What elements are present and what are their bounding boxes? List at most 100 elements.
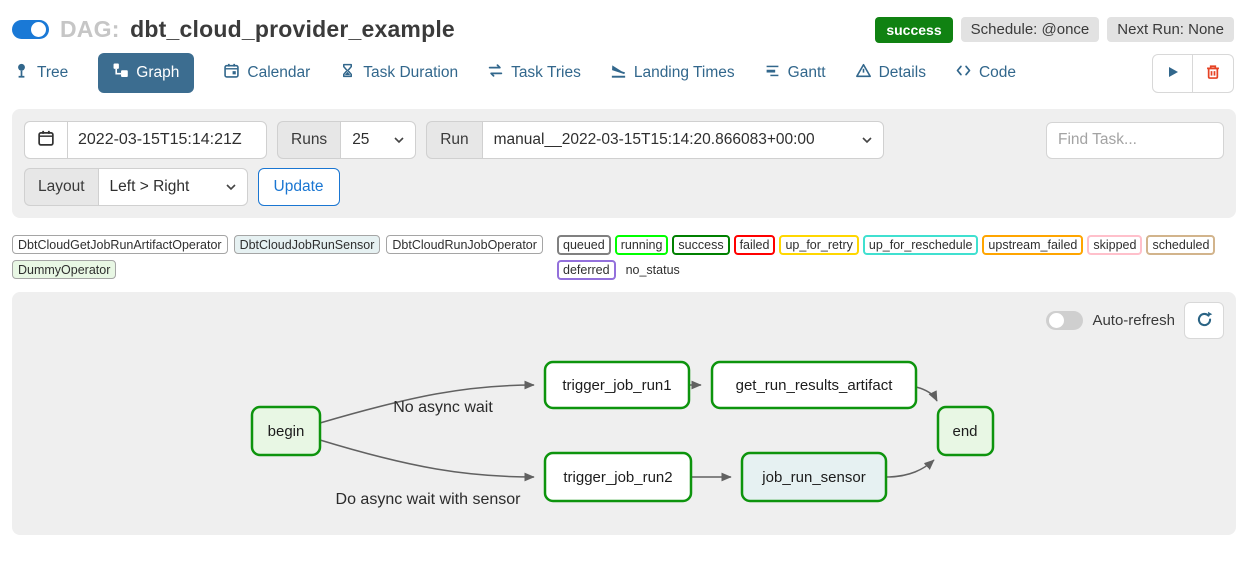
tab-label: Graph [136, 64, 180, 81]
edge-begin-to-trigger2 [319, 439, 535, 482]
dag-header: DAG: dbt_cloud_provider_example success … [0, 0, 1248, 49]
tab-graph[interactable]: Graph [98, 53, 195, 93]
dag-id: dbt_cloud_provider_example [130, 16, 455, 42]
tab-label: Details [878, 64, 926, 81]
task-node-begin[interactable]: begin [250, 405, 322, 457]
repeat-icon [488, 63, 503, 83]
layout-label: Layout [24, 168, 98, 206]
tree-icon [14, 63, 29, 83]
run-group: Run manual__2022-03-15T15:14:20.866083+0… [426, 121, 884, 159]
date-picker-button[interactable] [24, 121, 67, 159]
code-icon [956, 63, 971, 83]
runs-selected-value: 25 [352, 131, 370, 148]
graph-icon [113, 63, 129, 83]
tab-label: Code [978, 64, 1017, 81]
hourglass-icon [340, 63, 355, 83]
legend: DbtCloudGetJobRunArtifactOperator DbtClo… [0, 218, 1248, 280]
operator-badge: DbtCloudGetJobRunArtifactOperator [12, 235, 228, 254]
tab-label: Landing Times [633, 64, 735, 81]
next-run-badge: Next Run: None [1107, 17, 1234, 42]
dag-action-buttons [1152, 53, 1234, 93]
update-button[interactable]: Update [257, 168, 340, 206]
edge-label-no-async-wait: No async wait [393, 399, 493, 416]
dag-status-badge: success [875, 16, 953, 43]
tab-label: Tree [37, 64, 69, 81]
task-node-label: trigger_job_run2 [563, 469, 672, 486]
filter-row-1: Runs 25 Run manual__2022-03-15T15:14:20.… [24, 121, 1224, 159]
runs-group: Runs 25 [277, 121, 417, 159]
tab-label: Gantt [787, 64, 826, 81]
state-badge-deferred: deferred [557, 260, 616, 280]
runs-label: Runs [277, 121, 341, 159]
task-node-label: get_run_results_artifact [736, 377, 894, 394]
schedule-badge: Schedule: @once [960, 17, 1100, 42]
header-badges: success Schedule: @once Next Run: None [875, 16, 1234, 43]
run-selected-value: manual__2022-03-15T15:14:20.866083+00:00 [493, 131, 815, 148]
state-badge-up-for-retry: up_for_retry [779, 235, 859, 255]
toggle-knob [1049, 313, 1065, 328]
operator-badge: DbtCloudRunJobOperator [386, 235, 543, 254]
state-legend: queued running success failed up_for_ret… [557, 235, 1236, 280]
task-node-label: trigger_job_run1 [562, 377, 671, 394]
operator-badge: DbtCloudJobRunSensor [233, 235, 381, 254]
run-select[interactable]: manual__2022-03-15T15:14:20.866083+00:00 [481, 121, 884, 159]
task-node-label: begin [268, 423, 305, 440]
view-tabbar: Tree Graph Calendar Task Duration Task T… [0, 49, 1248, 101]
layout-select[interactable]: Left > Right [97, 168, 248, 206]
toggle-knob [31, 22, 46, 37]
chevron-down-icon [225, 178, 236, 196]
layout-group: Layout Left > Right [24, 168, 248, 206]
task-node-trigger-job-run1[interactable]: trigger_job_run1 [543, 360, 691, 410]
graph-filter-panel: Runs 25 Run manual__2022-03-15T15:14:20.… [12, 109, 1236, 218]
runs-select[interactable]: 25 [340, 121, 417, 159]
run-label: Run [426, 121, 482, 159]
auto-refresh-toggle[interactable] [1046, 311, 1084, 330]
tab-tree[interactable]: Tree [14, 53, 68, 93]
calendar-icon [224, 63, 240, 83]
task-node-end[interactable]: end [936, 405, 995, 457]
operator-badge: DummyOperator [12, 260, 117, 279]
tab-label: Task Tries [511, 64, 581, 81]
tab-calendar[interactable]: Calendar [224, 53, 310, 93]
task-node-label: end [952, 423, 977, 440]
auto-refresh-label: Auto-refresh [1092, 312, 1175, 329]
plane-landing-icon [611, 63, 626, 83]
tab-label: Task Duration [363, 64, 459, 81]
refresh-button[interactable] [1184, 302, 1224, 339]
tab-landing-times[interactable]: Landing Times [611, 53, 735, 93]
gantt-icon [765, 63, 780, 83]
task-node-get-run-results-artifact[interactable]: get_run_results_artifact [710, 360, 918, 410]
task-node-job-run-sensor[interactable]: job_run_sensor [740, 451, 888, 503]
base-date-group [24, 121, 267, 159]
state-badge-success: success [672, 235, 730, 255]
refresh-icon [1196, 311, 1213, 331]
dag-prefix-label: DAG: [60, 16, 120, 42]
dag-graph-panel: Auto-refresh No async wait Do async wait… [12, 292, 1236, 535]
filter-row-2: Layout Left > Right Update [24, 168, 1224, 206]
auto-refresh-controls: Auto-refresh [1046, 302, 1224, 339]
dag-pause-toggle[interactable] [12, 20, 49, 39]
chevron-down-icon [394, 131, 404, 149]
state-badge-up-for-reschedule: up_for_reschedule [862, 235, 979, 255]
base-date-input[interactable] [67, 121, 267, 159]
tab-code[interactable]: Code [956, 53, 1016, 93]
delete-dag-button[interactable] [1193, 53, 1234, 93]
task-node-label: job_run_sensor [761, 469, 865, 486]
edge-artifact-to-end [915, 386, 938, 402]
find-task-input[interactable] [1046, 121, 1224, 159]
page-title: DAG: dbt_cloud_provider_example [60, 16, 455, 43]
state-badge-no-status: no_status [619, 260, 686, 280]
task-node-trigger-job-run2[interactable]: trigger_job_run2 [543, 451, 693, 503]
state-badge-failed: failed [733, 235, 776, 255]
tab-task-duration[interactable]: Task Duration [340, 53, 458, 93]
tab-details[interactable]: Details [855, 53, 926, 93]
tab-gantt[interactable]: Gantt [765, 53, 826, 93]
trigger-dag-button[interactable] [1152, 53, 1193, 93]
layout-selected-value: Left > Right [109, 178, 190, 195]
edge-sensor-to-end [885, 459, 935, 478]
state-badge-queued: queued [557, 235, 611, 255]
operator-legend: DbtCloudGetJobRunArtifactOperator DbtClo… [12, 235, 547, 279]
trash-icon [1205, 64, 1221, 83]
tab-task-tries[interactable]: Task Tries [488, 53, 581, 93]
calendar-icon [38, 130, 54, 151]
